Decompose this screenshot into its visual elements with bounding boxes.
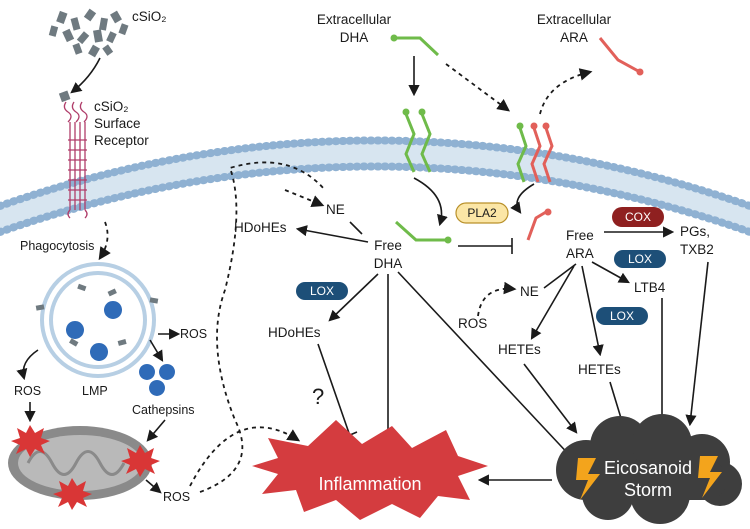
dha-headgroup-icon (418, 108, 426, 116)
lox-ara-mid-enzyme-badge (596, 307, 648, 325)
membrane-dha-phospholipids (404, 113, 432, 173)
free-ara-molecule (526, 208, 552, 241)
free-dha-label-line1: Free (374, 238, 402, 253)
hdohes-top-label: HDoHEs (234, 220, 287, 235)
arrow-membrane-to-free-ara (510, 183, 535, 214)
free-ara-label-line2: ARA (566, 246, 594, 261)
extracellular-dha-label-line1: Extracellular (317, 12, 392, 27)
inhibition-hdohes-to-inflammation (317, 343, 351, 437)
arrow-silica-to-receptor (70, 57, 101, 94)
arrow-free-dha-to-hdohes (295, 225, 369, 243)
dashed-arrow-dha-to-ara-membrane (445, 63, 511, 112)
ltb4-label: LTB4 (634, 280, 666, 295)
cathepsins-label: Cathepsins (132, 403, 195, 417)
extracellular-ara-label-line1: Extracellular (537, 12, 612, 27)
ne-right-label: NE (520, 284, 539, 299)
receptor-label-line2: Surface (94, 116, 141, 131)
dha-headgroup-icon (402, 108, 410, 116)
free-dha-label-line2: DHA (374, 256, 403, 271)
cathepsin-icon (66, 300, 130, 361)
lox-ara-top-enzyme-badge (614, 250, 666, 268)
extracellular-dha-label-line2: DHA (340, 30, 369, 45)
mitochondrion (8, 426, 152, 500)
pgs-label-line1: PGs, (680, 224, 710, 239)
arrow-lysosome-to-cathepsins (149, 339, 164, 362)
ara-molecule-extracellular (598, 37, 644, 76)
cox-enzyme-badge (612, 207, 664, 227)
free-ara-label-line1: Free (566, 228, 594, 243)
extracellular-ara-label-line2: ARA (560, 30, 588, 45)
dha-molecule-extracellular (390, 34, 440, 57)
lox-ara-mid-label: LOX (610, 309, 634, 323)
arrow-hetes-left-to-storm (523, 363, 578, 434)
hetes-left-label: HETEs (498, 342, 541, 357)
eicosanoid-storm-cloud (556, 414, 742, 524)
cox-label: COX (625, 210, 651, 224)
arrow-mitochondria-to-ros (145, 479, 162, 494)
hetes-right-label: HETEs (578, 362, 621, 377)
ros-left-label: ROS (14, 384, 41, 398)
lysosome (35, 262, 159, 378)
free-dha-molecule (394, 220, 452, 244)
cell-membrane (0, 136, 750, 236)
lox-dha-label: LOX (310, 284, 334, 298)
dashed-arrow-receptor-to-phagocytosis (98, 221, 111, 261)
lox-ara-top-label: LOX (628, 252, 652, 266)
lmp-label: LMP (82, 384, 108, 398)
arrow-pgs-to-storm (685, 261, 709, 427)
arrow-membrane-to-free-dha (413, 177, 448, 227)
inhibition-free-dha-to-storm (397, 271, 575, 461)
dashed-arrow-ros-to-ne (199, 161, 326, 493)
ros-lysosome-label: ROS (180, 327, 207, 341)
receptor-label-line1: cSiO₂ (94, 99, 129, 114)
inflammation-label: Inflammation (318, 474, 421, 494)
arrow-free-dha-to-hdohes-lower (328, 273, 379, 322)
arrow-lysosome-to-ros-left (16, 349, 39, 381)
silica-surface-receptor (58, 90, 88, 219)
storm-label-line1: Eicosanoid (604, 458, 692, 478)
hdohes-lower-label: HDoHEs (268, 325, 321, 340)
dashed-arrow-into-ne (284, 189, 325, 208)
ros-mito-label: ROS (163, 490, 190, 504)
arrow-free-ara-to-ltb4 (591, 261, 630, 284)
released-cathepsin-icon (139, 363, 182, 396)
ne-top-label: NE (326, 202, 345, 217)
storm-label-line2: Storm (624, 480, 672, 500)
lightning-bolt-icon (698, 456, 722, 498)
pla2-label: PLA2 (467, 206, 497, 220)
silica-particle-cluster (48, 8, 129, 58)
line-ne-to-free-ara (543, 263, 577, 289)
dashed-arrow-ros-to-ne-right (477, 281, 517, 317)
csio2-label: cSiO₂ (132, 9, 167, 24)
receptor-label-line3: Receptor (94, 133, 149, 148)
dashed-arrow-ros-to-inflammation (189, 426, 301, 487)
unknown-effect-question-mark: ? (312, 384, 324, 409)
pla2-enzyme-badge (455, 202, 509, 224)
arrow-cathepsins-to-mitochondria (146, 419, 166, 442)
line-ne-to-free-dha (349, 221, 363, 235)
phagocytosis-label: Phagocytosis (20, 239, 94, 253)
mitochondria-damage-burst-icon (11, 425, 160, 510)
ara-headgroup-icon (542, 122, 550, 130)
arrow-free-ara-to-hetes-left (530, 265, 575, 340)
dashed-arrow-ara-release (539, 68, 593, 115)
membrane-ara-phospholipids (516, 127, 554, 183)
dha-headgroup-icon (516, 122, 524, 130)
lightning-bolt-icon (576, 458, 600, 500)
arrow-free-ara-to-hetes-right (581, 265, 604, 357)
pgs-label-line2: TXB2 (680, 242, 714, 257)
ros-right-label: ROS (458, 316, 487, 331)
ara-headgroup-icon (530, 122, 538, 130)
inflammation-burst-icon (252, 420, 488, 520)
lox-dha-enzyme-badge (296, 282, 348, 300)
